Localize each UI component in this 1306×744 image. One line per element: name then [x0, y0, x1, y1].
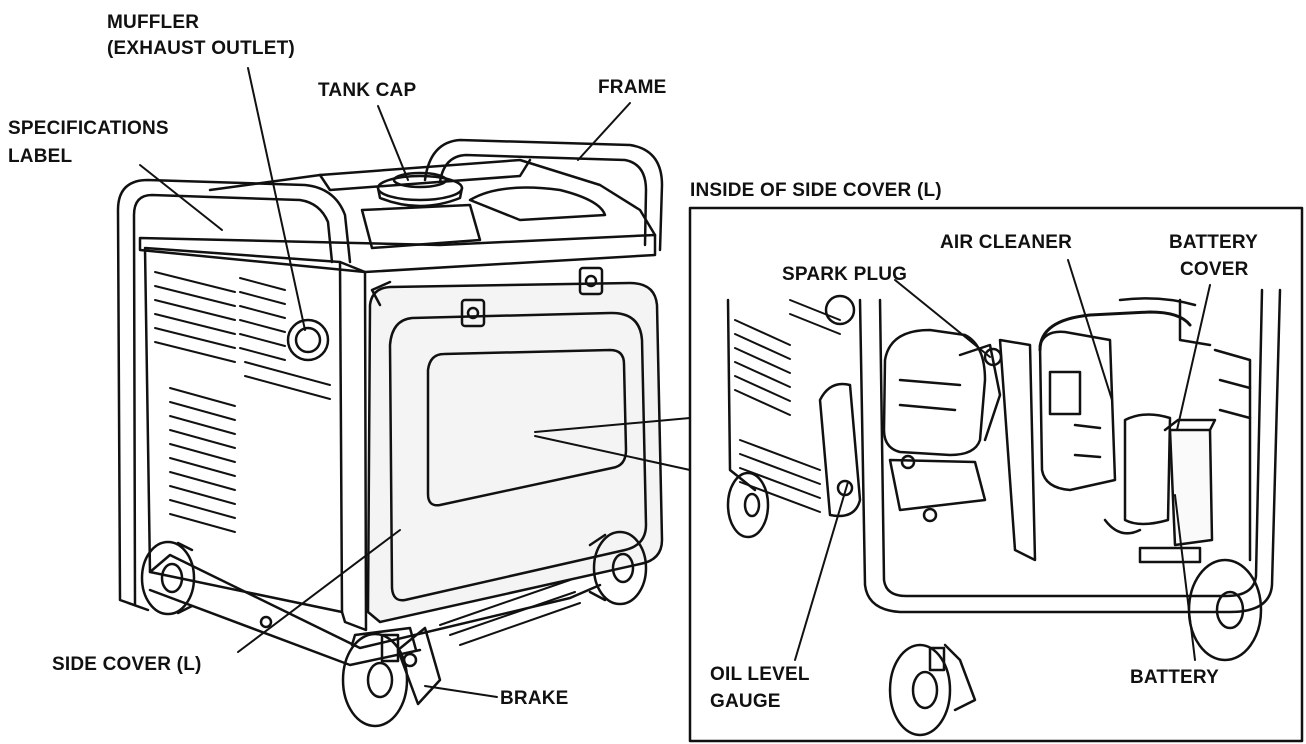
- tank-cap-label: TANK CAP: [318, 80, 417, 101]
- oil-level-gauge-label-line1: OIL LEVEL: [710, 664, 810, 685]
- cover-latches: [460, 266, 604, 328]
- tank-cap-shape: [376, 171, 464, 208]
- brake-label: BRAKE: [500, 688, 569, 709]
- top-housing: [138, 233, 657, 274]
- inset-title: INSIDE OF SIDE COVER (L): [690, 180, 942, 201]
- spark-plug-label: SPARK PLUG: [782, 264, 908, 285]
- muffler-sub-label: (EXHAUST OUTLET): [107, 38, 295, 59]
- battery-cover-label-line2: COVER: [1180, 259, 1249, 280]
- frame-rear: [423, 138, 664, 252]
- inset-frame: [688, 206, 1304, 743]
- frame-front: [338, 260, 368, 632]
- oil-level-gauge-label-line2: GAUGE: [710, 691, 781, 712]
- air-cleaner-shape: [1038, 330, 1117, 492]
- inset-pointer: [534, 417, 691, 471]
- side-cover-panel: [366, 281, 664, 624]
- brake-lever-shape: [396, 626, 442, 706]
- frame-label: FRAME: [598, 77, 667, 98]
- frame-left: [116, 178, 352, 612]
- side-cover-label: SIDE COVER (L): [52, 654, 202, 675]
- air-cleaner-label: AIR CLEANER: [940, 232, 1073, 253]
- wheel-rear-left: [140, 540, 196, 616]
- engine-block: [882, 328, 987, 457]
- wheel-rear-right: [588, 530, 648, 606]
- specifications-label-line1: SPECIFICATIONS: [8, 118, 169, 139]
- leader-lines: [139, 67, 1211, 698]
- inset-interior: [726, 288, 1282, 737]
- inset-wheel-front: [888, 643, 977, 737]
- spark-plug-shape: [958, 343, 1002, 442]
- muffler-label: MUFFLER: [107, 12, 200, 33]
- battery-shape: [1168, 428, 1214, 547]
- battery-label: BATTERY: [1130, 667, 1220, 688]
- generator-exterior: [116, 138, 664, 728]
- specifications-label-line2: LABEL: [8, 146, 73, 167]
- muffler-outlet: [286, 318, 330, 362]
- battery-cover-label-line1: BATTERY: [1169, 232, 1259, 253]
